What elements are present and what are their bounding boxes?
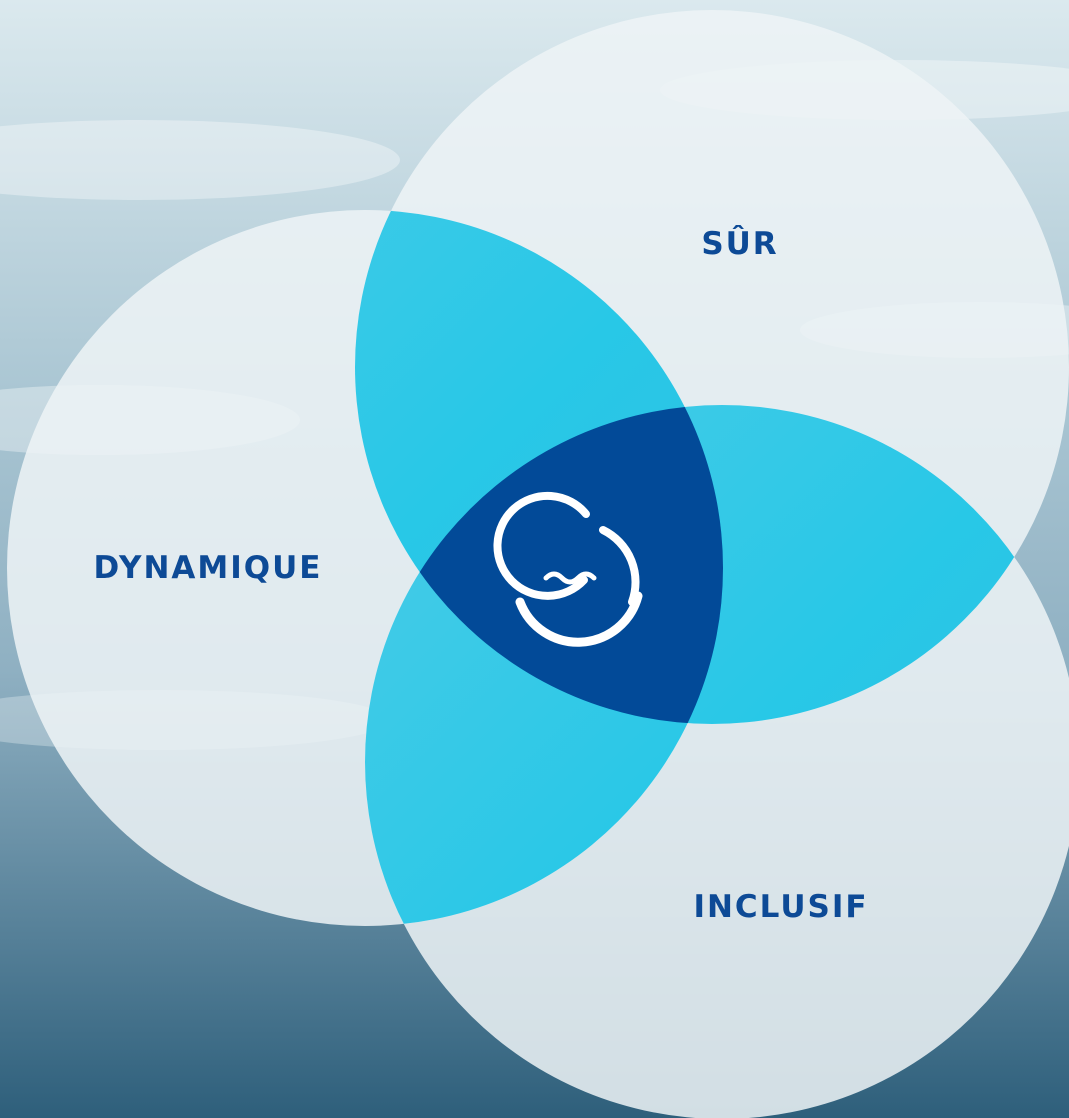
label-inclusif: INCLUSIF — [693, 889, 868, 925]
label-dynamique: DYNAMIQUE — [94, 550, 323, 586]
label-sur: SÛR — [701, 225, 778, 262]
wave-circle-logo-icon — [493, 491, 643, 647]
overlap-all-three — [365, 405, 723, 724]
